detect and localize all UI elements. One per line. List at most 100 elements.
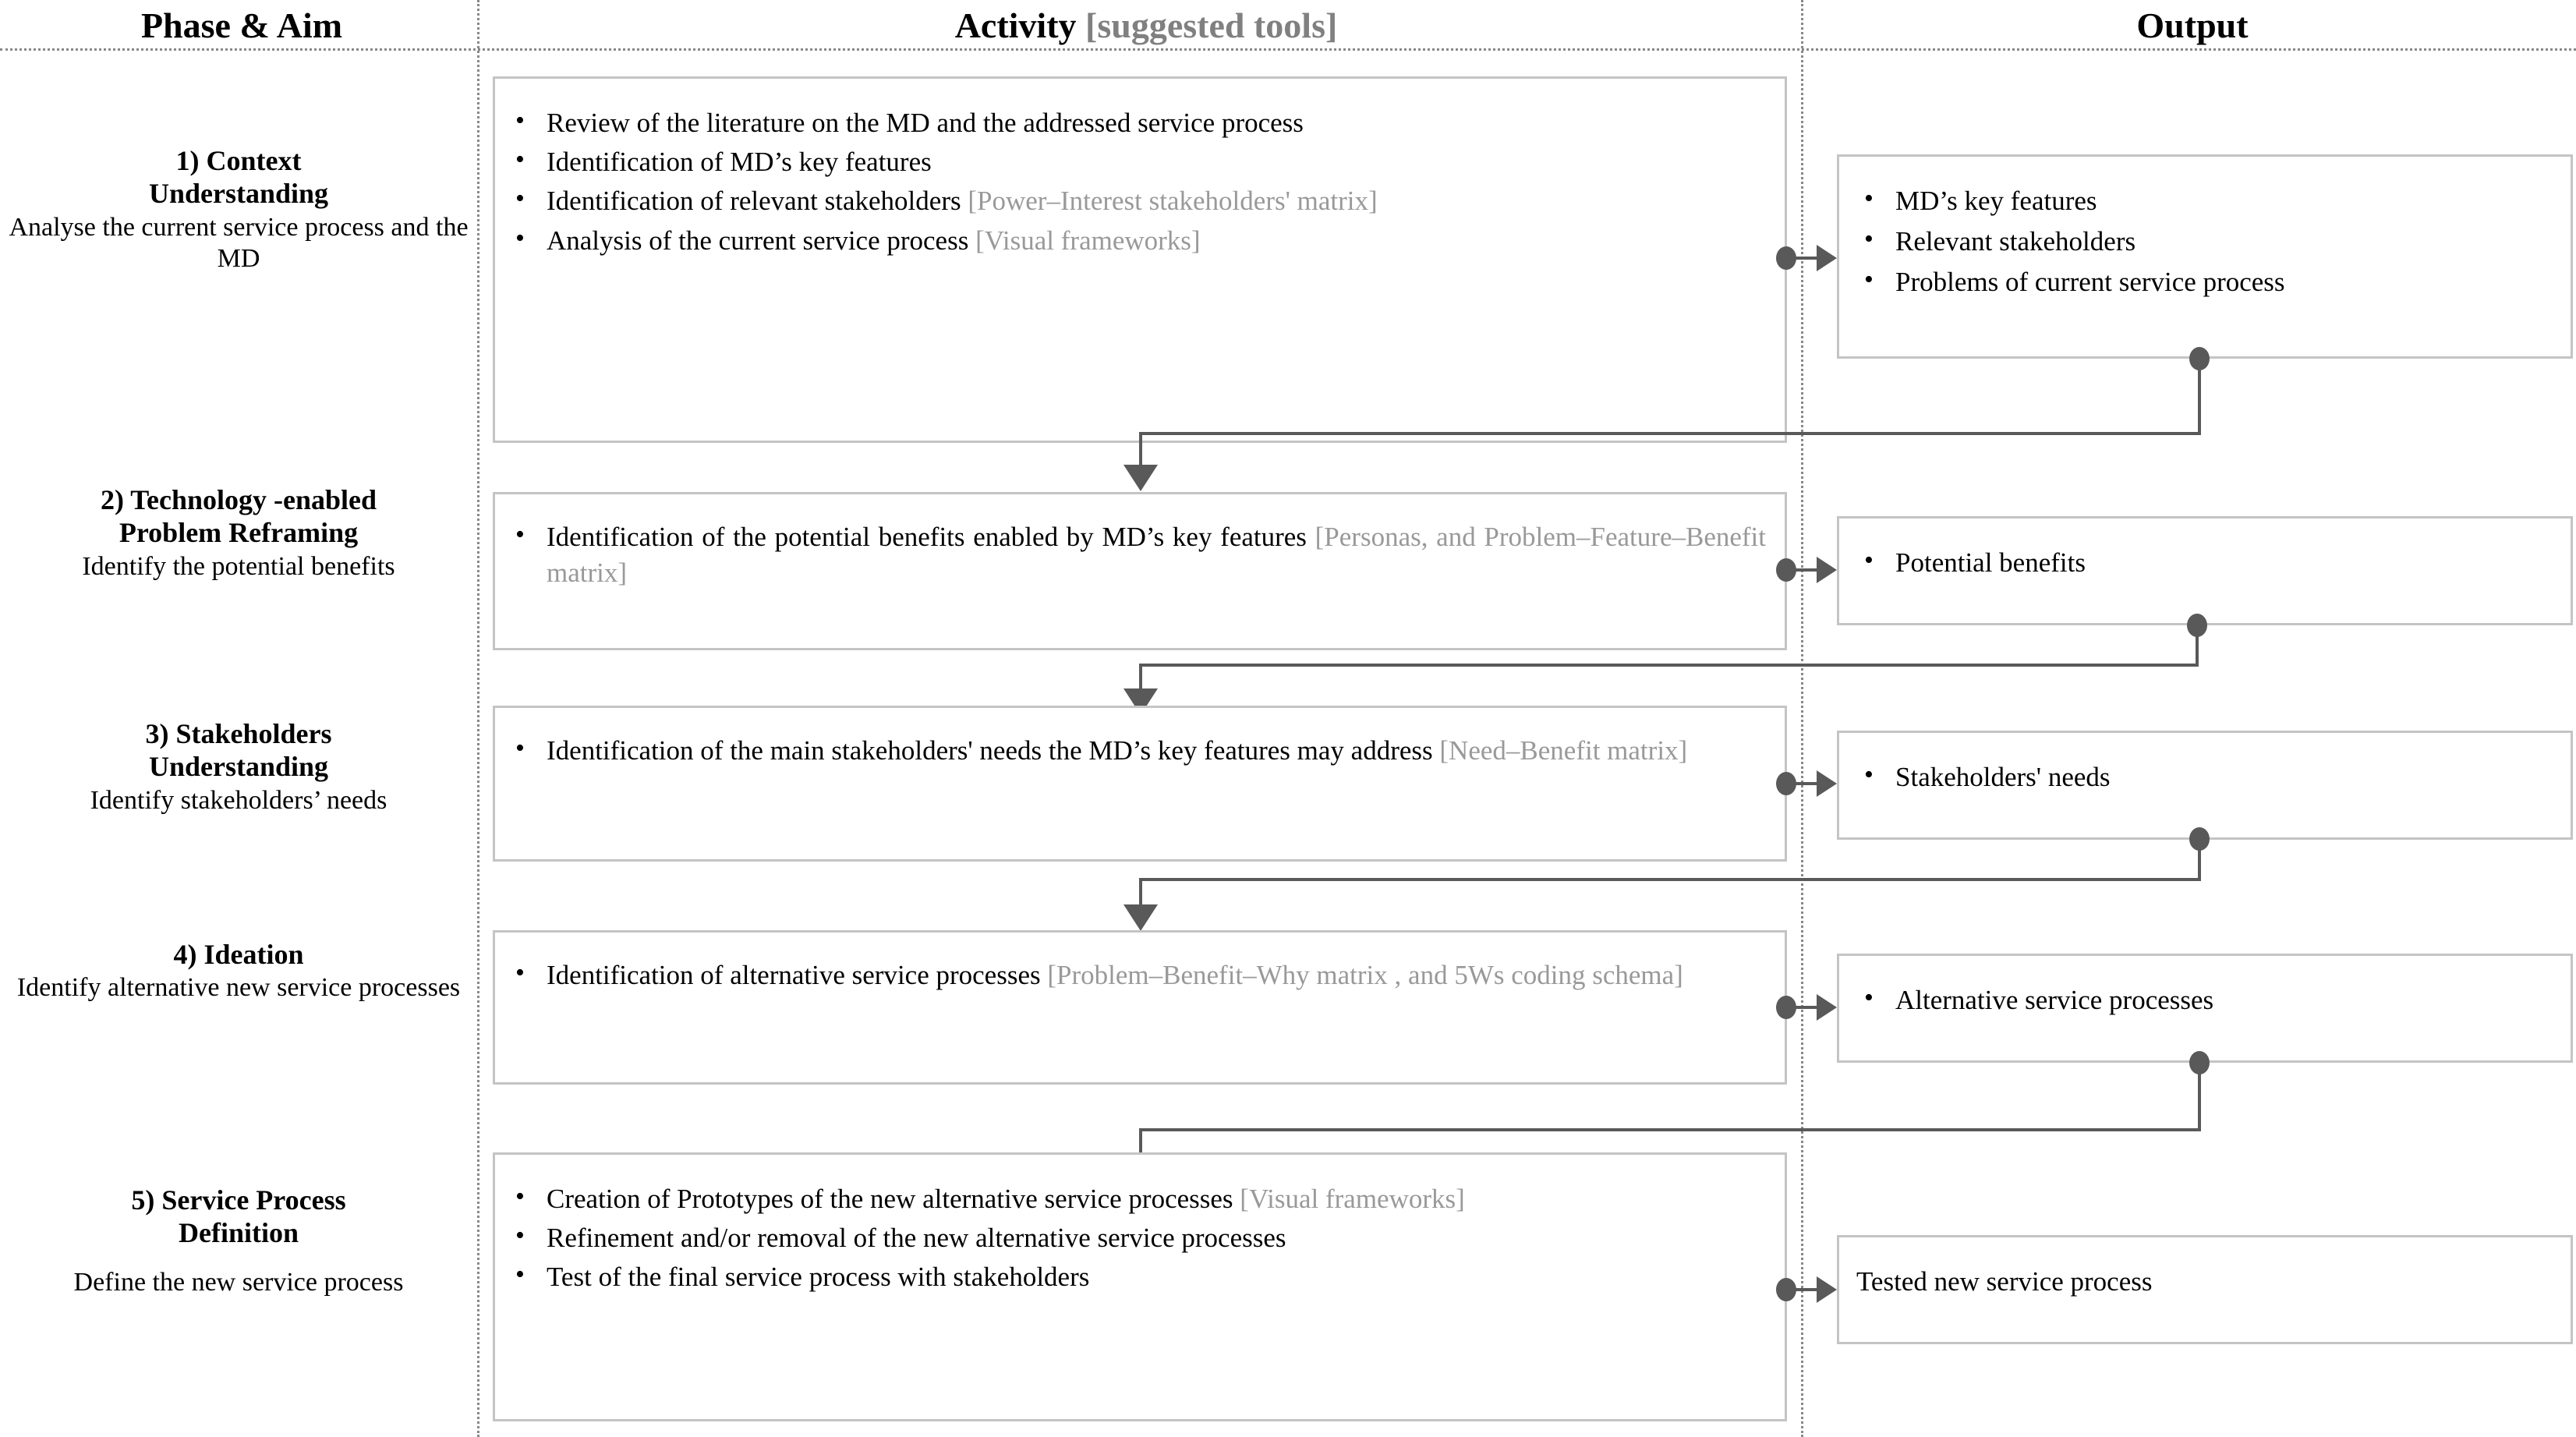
output-item-text: Relevant stakeholders (1895, 226, 2136, 257)
output-item: Alternative service processes (1850, 981, 2557, 1018)
connector-line-activity-output-4 (1793, 1006, 1824, 1009)
output-item: Relevant stakeholders (1850, 222, 2557, 260)
activity-box-1[interactable]: Review of the literature on the MD and t… (493, 76, 1787, 443)
output-item-text: Potential benefits (1895, 547, 2086, 578)
activity-item: Analysis of the current service process … (501, 221, 1766, 259)
connector-vline-2 (2196, 624, 2199, 667)
phase-aim-3: Identify stakeholders’ needs (90, 785, 387, 815)
activity-item-tools: [Power–Interest stakeholders' matrix] (968, 186, 1378, 217)
phase-title-line: 1) Context (175, 145, 302, 176)
activity-item: Test of the final service process with s… (501, 1258, 1766, 1295)
connector-node-activity-1 (1776, 246, 1796, 270)
activity-item: Review of the literature on the MD and t… (501, 104, 1766, 141)
connector-vline-1 (2198, 357, 2201, 435)
column-header-activity-tools: [suggested tools] (1085, 5, 1338, 45)
phase-title-line: 2) Technology -enabled (100, 484, 377, 515)
column-header-activity-label: Activity (954, 5, 1077, 45)
connector-arrow-output-1 (1817, 245, 1837, 271)
activity-item-text: Identification of the potential benefits… (547, 522, 1315, 552)
output-item: MD’s key features (1850, 182, 2557, 219)
phase-cell-4: 4) Ideation Identify alternative new ser… (6, 938, 471, 1004)
connector-arrow-activity-4 (1123, 904, 1158, 931)
activity-item-tools: [Visual frameworks] (975, 225, 1201, 256)
output-item: Potential benefits (1850, 543, 2557, 581)
output-item-text: Tested new service process (1856, 1266, 2153, 1297)
connector-vline-2b (1139, 664, 1142, 701)
activity-item: Identification of MD’s key features (501, 143, 1766, 180)
activity-box-3[interactable]: Identification of the main stakeholders'… (493, 706, 1787, 862)
activity-item: Identification of alternative service pr… (501, 956, 1766, 993)
phase-aim-4: Identify alternative new service process… (16, 973, 461, 1003)
output-item: Problems of current service process (1850, 263, 2557, 300)
connector-line-activity-output-5 (1793, 1288, 1824, 1291)
output-item-text: Stakeholders' needs (1895, 762, 2111, 792)
activity-item: Creation of Prototypes of the new altern… (501, 1180, 1766, 1217)
phase-cell-2: 2) Technology -enabled Problem Reframing… (6, 483, 471, 582)
activity-item-text: Review of the literature on the MD and t… (547, 108, 1304, 138)
phase-aim-2: Identify the potential benefits (82, 551, 395, 581)
column-header-activity: Activity [suggested tools] (483, 5, 1809, 46)
activity-item-text: Refinement and/or removal of the new alt… (547, 1223, 1286, 1254)
output-list-3: Stakeholders' needs (1839, 733, 2571, 795)
column-divider-activity-output (1801, 0, 1803, 1437)
activity-item-tools: [Visual frameworks] (1240, 1184, 1465, 1214)
activity-item-text: Identification of the main stakeholders'… (547, 735, 1440, 766)
output-item: Stakeholders' needs (1850, 758, 2557, 795)
phase-cell-5: 5) Service Process Definition Define the… (6, 1184, 471, 1298)
activity-list-5: Creation of Prototypes of the new altern… (495, 1155, 1785, 1296)
output-item: Tested new service process (1839, 1237, 2571, 1300)
phase-title-5: 5) Service Process Definition (6, 1184, 471, 1250)
activity-item-text: Identification of MD’s key features (547, 147, 932, 178)
connector-arrow-output-4 (1817, 994, 1837, 1021)
connector-arrow-output-2 (1817, 557, 1837, 583)
connector-node-activity-4 (1776, 996, 1796, 1019)
connector-arrow-activity-2 (1123, 465, 1158, 491)
activity-item-tools: [Need–Benefit matrix] (1439, 735, 1688, 766)
activity-list-2: Identification of the potential benefits… (495, 494, 1785, 591)
output-box-2[interactable]: Potential benefits (1837, 516, 2573, 625)
column-header-phase: Phase & Aim (140, 5, 343, 45)
activity-item-tools: [Personas, and Problem–Feature–Benefit m… (547, 522, 1766, 589)
activity-box-2[interactable]: Identification of the potential benefits… (493, 492, 1787, 650)
activity-item-text: Identification of relevant stakeholders (547, 186, 968, 217)
activity-item: Refinement and/or removal of the new alt… (501, 1219, 1766, 1256)
output-list-1: MD’s key features Relevant stakeholders … (1839, 157, 2571, 301)
connector-vline-3b (1139, 878, 1142, 917)
connector-line-activity-output-2 (1793, 568, 1824, 572)
output-box-1[interactable]: MD’s key features Relevant stakeholders … (1837, 154, 2573, 359)
connector-vline-4 (2198, 1061, 2201, 1131)
phase-aim-5: Define the new service process (73, 1267, 404, 1297)
activity-item-tools: [Problem–Benefit–Why matrix , and 5Ws co… (1047, 960, 1683, 990)
phase-title-line: 5) Service Process (131, 1184, 346, 1216)
phase-title-line: Problem Reframing (119, 517, 359, 549)
output-item-text: Problems of current service process (1895, 267, 2285, 298)
output-box-4[interactable]: Alternative service processes (1837, 954, 2573, 1063)
activity-item-text: Analysis of the current service process (547, 225, 976, 256)
connector-vline-3 (2198, 837, 2201, 881)
activity-box-4[interactable]: Identification of alternative service pr… (493, 930, 1787, 1085)
connector-hline-3 (1139, 878, 2201, 881)
connector-vline-4b (1139, 1128, 1142, 1171)
phase-title-line: 4) Ideation (173, 939, 304, 970)
column-header-output: Output (2136, 5, 2249, 45)
activity-item: Identification of the main stakeholders'… (501, 731, 1766, 769)
output-list-4: Alternative service processes (1839, 956, 2571, 1018)
connector-vline-1b (1139, 432, 1142, 479)
phase-title-1: 1) Context Understanding (6, 144, 471, 211)
output-item-text: Alternative service processes (1895, 985, 2214, 1015)
activity-item-text: Creation of Prototypes of the new altern… (547, 1184, 1240, 1214)
phase-cell-1: 1) Context Understanding Analyse the cur… (6, 144, 471, 274)
connector-node-activity-3 (1776, 772, 1796, 795)
output-box-3[interactable]: Stakeholders' needs (1837, 731, 2573, 840)
connector-hline-2 (1139, 664, 2199, 667)
connector-hline-1 (1139, 432, 2201, 435)
activity-list-4: Identification of alternative service pr… (495, 933, 1785, 993)
connector-arrow-output-5 (1817, 1276, 1837, 1303)
output-box-5[interactable]: Tested new service process (1837, 1235, 2573, 1344)
phase-cell-3: 3) Stakeholders Understanding Identify s… (6, 717, 471, 816)
activity-box-5[interactable]: Creation of Prototypes of the new altern… (493, 1152, 1787, 1421)
output-item-text: MD’s key features (1895, 186, 2097, 216)
connector-line-activity-output-1 (1793, 257, 1824, 260)
activity-item: Identification of the potential benefits… (501, 518, 1766, 591)
phase-title-line: 3) Stakeholders (145, 718, 332, 749)
